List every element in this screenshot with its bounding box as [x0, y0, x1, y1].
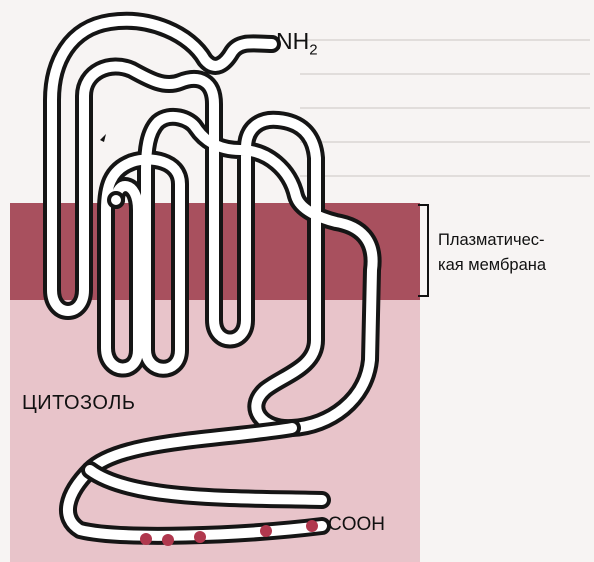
membrane-label-line1: Плазматичес- — [438, 228, 546, 253]
c-terminus-label: COOH — [328, 514, 385, 536]
modification-dot — [306, 520, 318, 532]
background-texture — [300, 40, 590, 176]
modification-dot — [162, 534, 174, 546]
modification-dot — [140, 533, 152, 545]
cleavage-mark — [100, 134, 106, 142]
membrane-label-line2: кая мембрана — [438, 253, 546, 278]
modification-dot — [260, 525, 272, 537]
cytosol-label: ЦИТОЗОЛЬ — [22, 392, 135, 415]
modification-dot — [194, 531, 206, 543]
membrane-label: Плазматичес- кая мембрана — [438, 228, 546, 278]
n-terminus-label: NH2 — [276, 28, 318, 59]
